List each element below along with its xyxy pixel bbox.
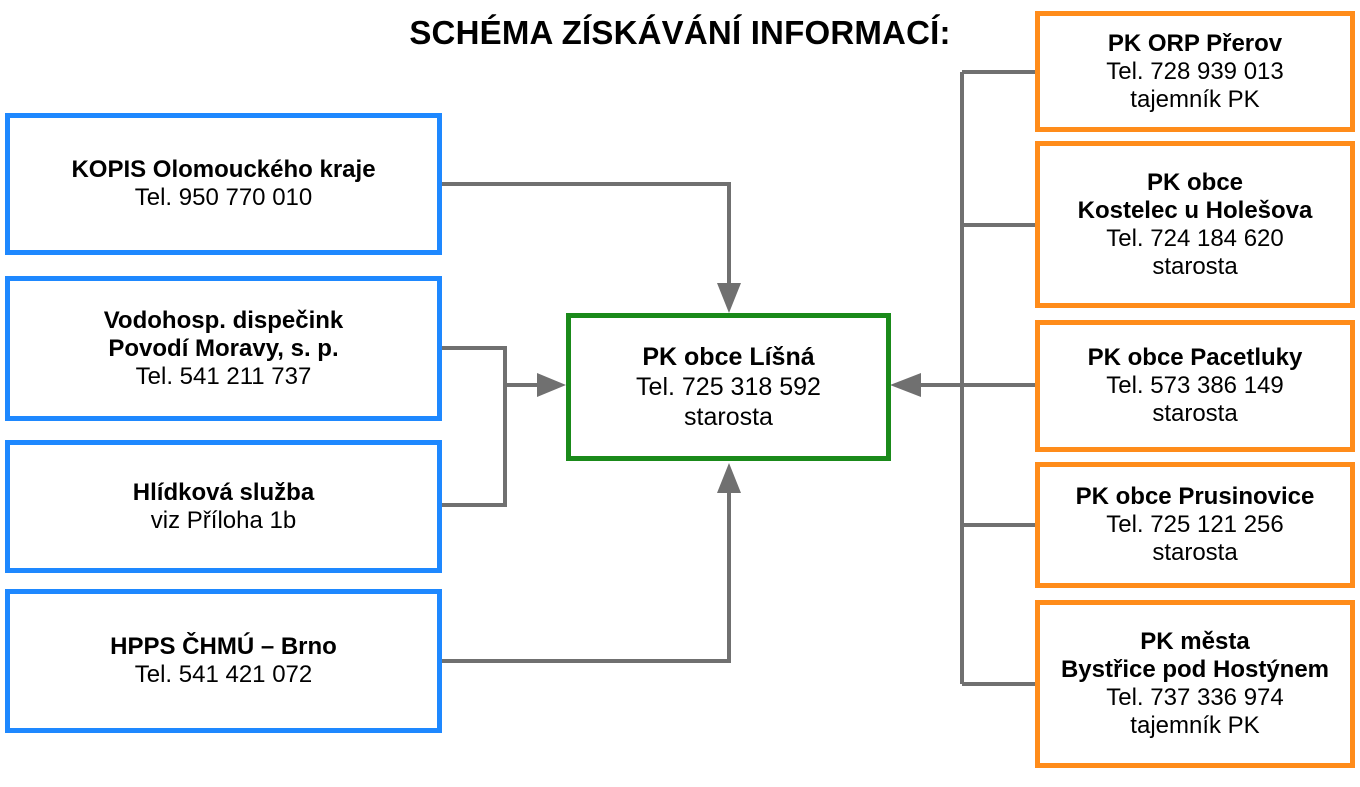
- box-phone: Tel. 573 386 149: [1106, 372, 1284, 399]
- connector-hpps: [441, 492, 731, 663]
- connector-kopis: [441, 182, 731, 284]
- box-role: starosta: [1152, 400, 1238, 427]
- box-name: Hlídková služba: [132, 478, 315, 506]
- diagram-title: SCHÉMA ZÍSKÁVÁNÍ INFORMACÍ:: [409, 14, 951, 51]
- box-role: tajemník PK: [1130, 712, 1260, 739]
- center-box-pk-lisna: PK obce Líšná Tel. 725 318 592 starosta: [566, 313, 891, 461]
- box-name-line2: Bystřice pod Hostýnem: [1060, 656, 1330, 683]
- box-name: PK obce: [1146, 168, 1244, 196]
- arrow-head-top: [717, 283, 741, 313]
- arrow-head-right: [890, 373, 921, 397]
- box-name: KOPIS Olomouckého kraje: [71, 156, 376, 183]
- box-role: starosta: [1152, 539, 1238, 566]
- box-phone: Tel. 724 184 620: [1106, 224, 1284, 252]
- box-role: tajemník PK: [1130, 85, 1260, 113]
- connector-vodohosp: [441, 346, 507, 507]
- right-box-kostelec: PK obce Kostelec u Holešova Tel. 724 184…: [1035, 141, 1355, 308]
- left-box-hlidkova: Hlídková služba viz Příloha 1b: [5, 440, 442, 573]
- left-box-vodohosp: Vodohosp. dispečink Povodí Moravy, s. p.…: [5, 276, 442, 421]
- arrow-head-left: [537, 373, 566, 397]
- box-name: PK města: [1140, 628, 1250, 655]
- box-name: Vodohosp. dispečink: [103, 306, 344, 334]
- box-phone: Tel. 541 211 737: [135, 362, 312, 390]
- box-phone: Tel. 725 121 256: [1106, 511, 1284, 538]
- box-name: PK obce Prusinovice: [1075, 483, 1315, 510]
- left-box-hpps: HPPS ČHMÚ – Brno Tel. 541 421 072: [5, 589, 442, 733]
- right-box-prusinovice: PK obce Prusinovice Tel. 725 121 256 sta…: [1035, 462, 1355, 588]
- arrow-head-bottom: [717, 463, 741, 493]
- center-role: starosta: [684, 403, 773, 431]
- box-phone: Tel. 950 770 010: [134, 184, 313, 211]
- right-box-bystrice: PK města Bystřice pod Hostýnem Tel. 737 …: [1035, 600, 1355, 768]
- center-phone: Tel. 725 318 592: [636, 373, 821, 401]
- box-reference: viz Příloha 1b: [150, 506, 297, 534]
- box-phone: Tel. 737 336 974: [1106, 684, 1284, 711]
- right-box-pacetluky: PK obce Pacetluky Tel. 573 386 149 staro…: [1035, 320, 1355, 452]
- box-name: PK ORP Přerov: [1107, 29, 1283, 57]
- box-name-line2: Povodí Moravy, s. p.: [108, 334, 339, 362]
- box-phone: Tel. 728 939 013: [1106, 57, 1284, 85]
- box-name: HPPS ČHMÚ – Brno: [110, 633, 337, 660]
- center-name: PK obce Líšná: [642, 343, 815, 371]
- left-box-kopis: KOPIS Olomouckého kraje Tel. 950 770 010: [5, 113, 442, 255]
- right-box-orp-prerov: PK ORP Přerov Tel. 728 939 013 tajemník …: [1035, 11, 1355, 132]
- box-name: PK obce Pacetluky: [1087, 344, 1303, 371]
- box-role: starosta: [1152, 252, 1238, 280]
- box-name-line2: Kostelec u Holešova: [1077, 196, 1313, 224]
- box-phone: Tel. 541 421 072: [134, 661, 313, 688]
